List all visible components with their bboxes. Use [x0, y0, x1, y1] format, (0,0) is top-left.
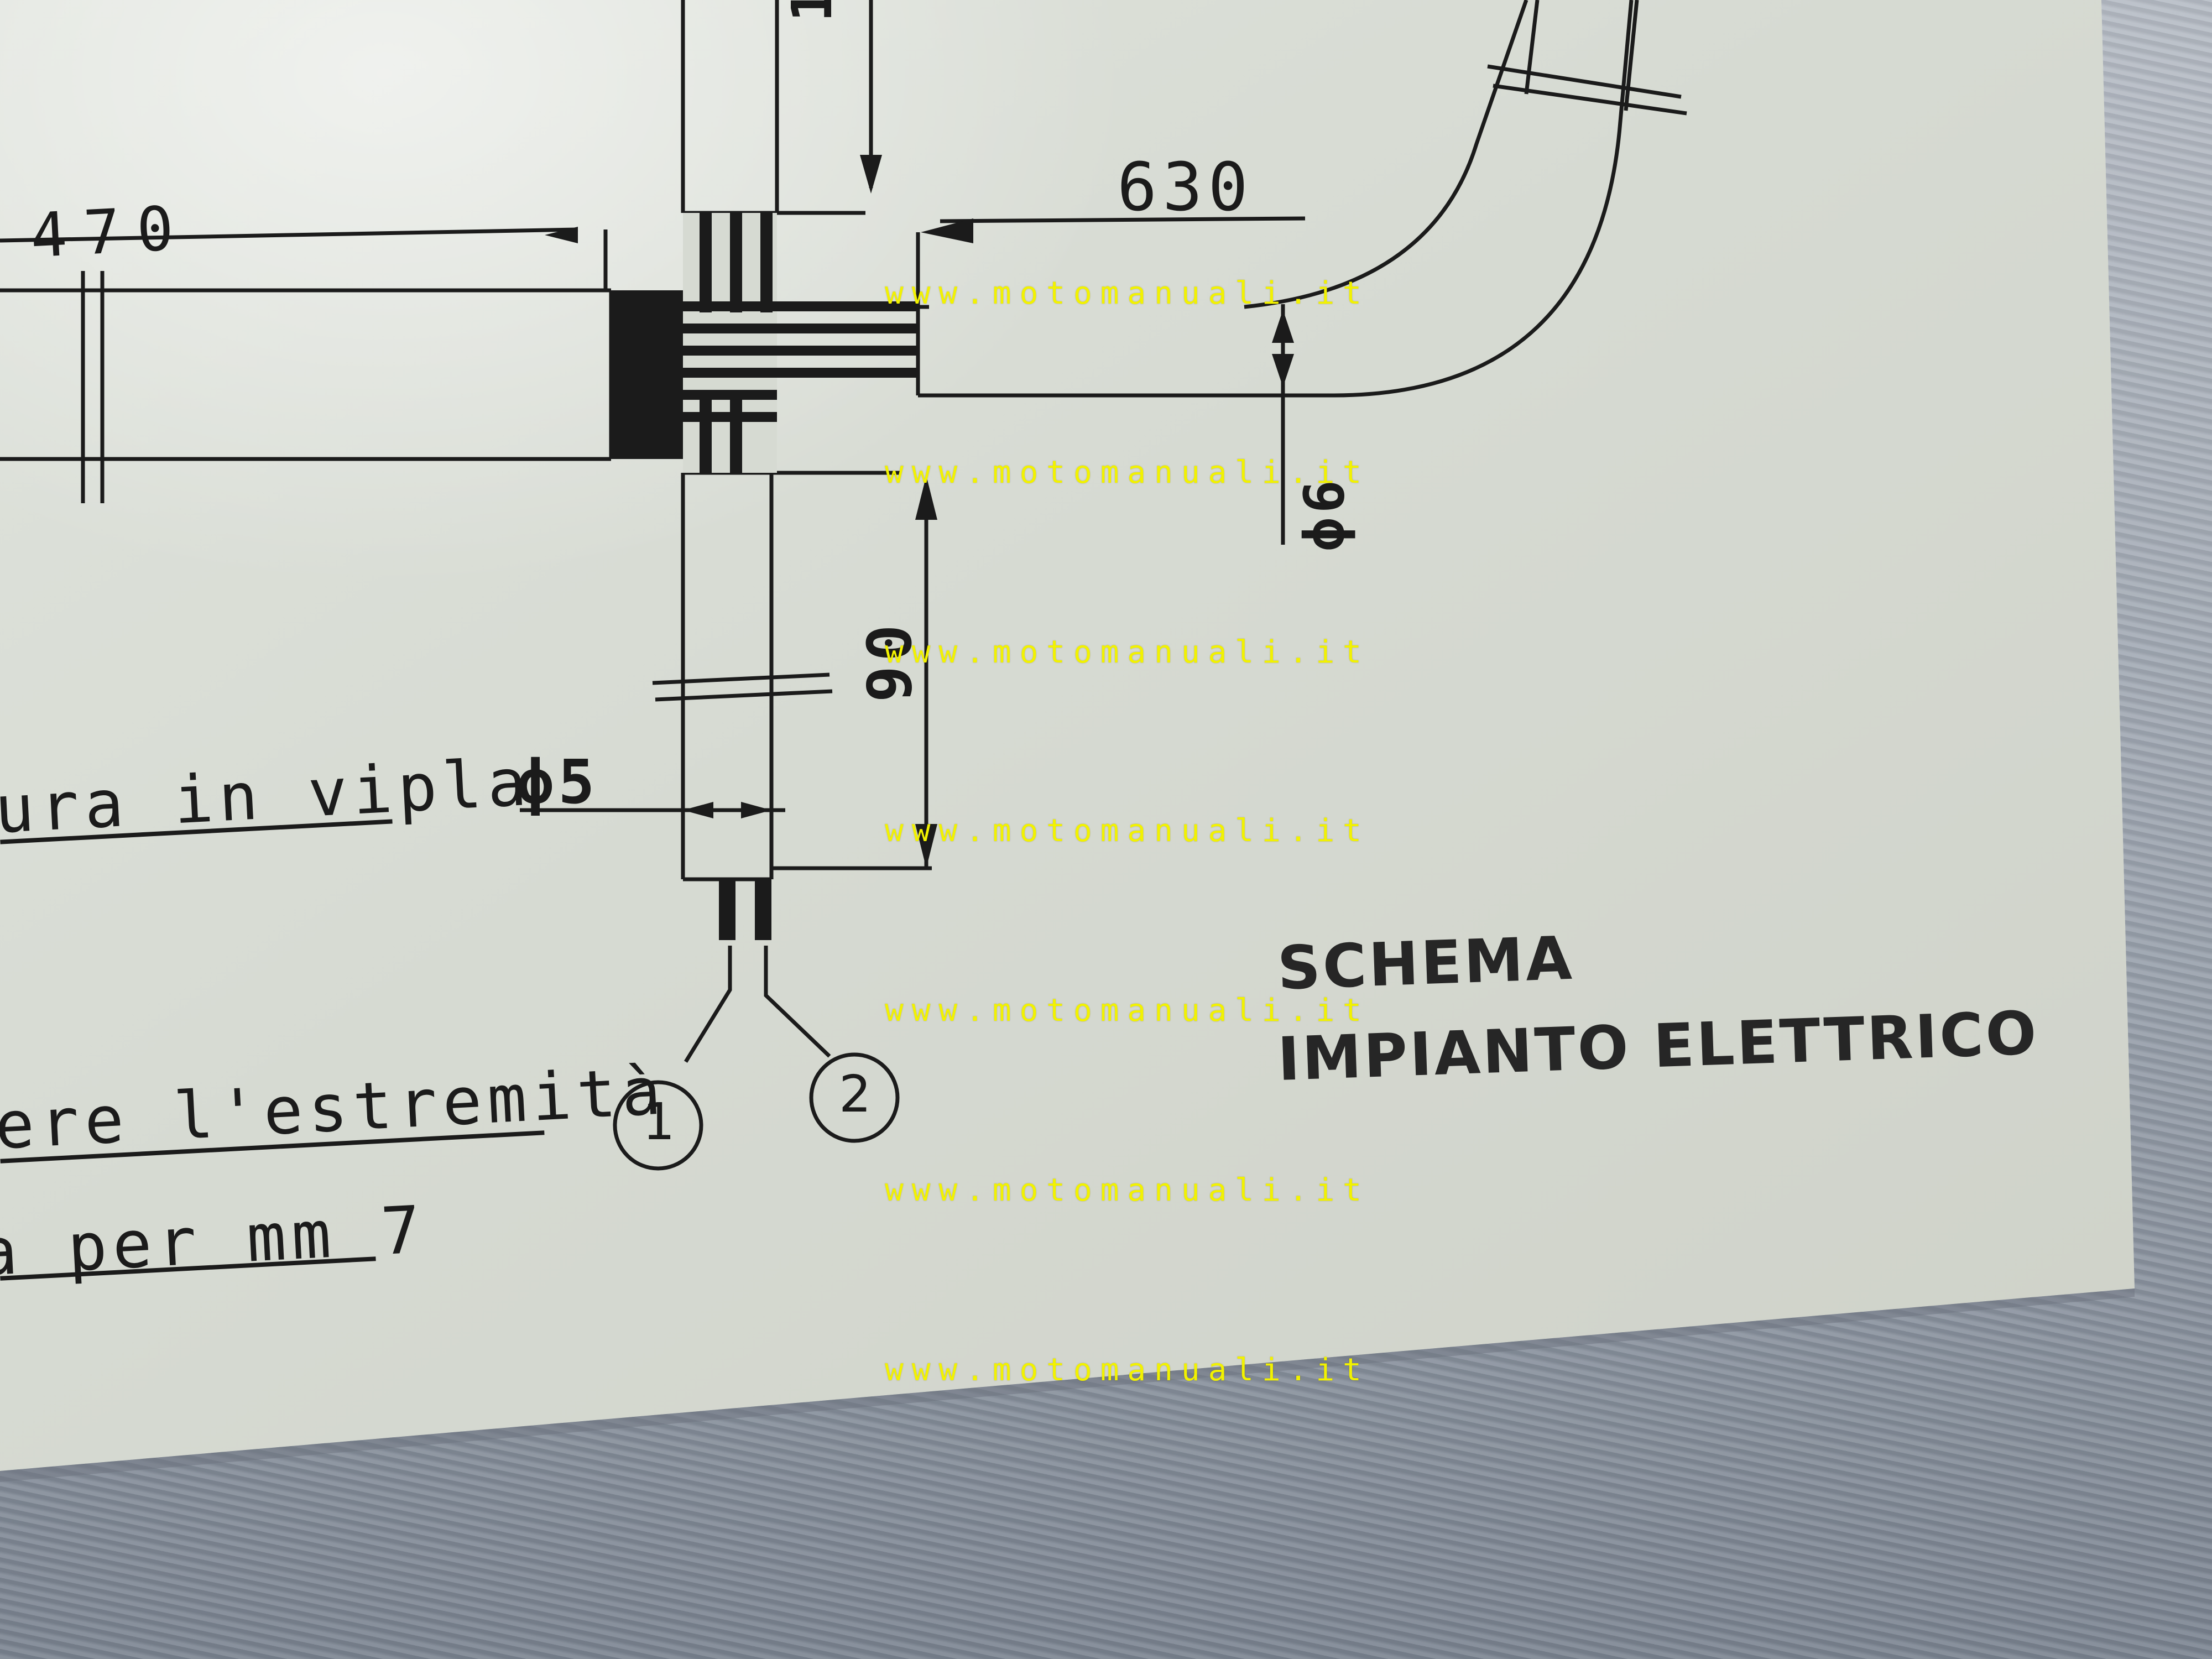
watermark-2: www.motomanuali.it — [885, 455, 1370, 491]
wire-junction — [545, 155, 1294, 940]
callout-2: 2 — [839, 1065, 872, 1124]
watermark-3: www.motomanuali.it — [885, 634, 1370, 670]
watermark-7: www.motomanuali.it — [885, 1352, 1370, 1388]
watermark-4: www.motomanuali.it — [885, 813, 1370, 849]
dimension-120: 120 — [780, 0, 844, 22]
title-line-1: SCHEMA — [1276, 924, 1575, 1004]
dimension-470: 470 — [28, 192, 192, 272]
watermark-6: www.motomanuali.it — [885, 1172, 1370, 1208]
schematic-lines — [0, 0, 1687, 1171]
watermark-5: www.motomanuali.it — [885, 993, 1370, 1029]
callout-1: 1 — [643, 1092, 675, 1151]
dimension-630: 630 — [1117, 149, 1254, 226]
dimension-phi5: ϕ5 — [517, 747, 599, 817]
watermark-1: www.motomanuali.it — [885, 275, 1370, 311]
